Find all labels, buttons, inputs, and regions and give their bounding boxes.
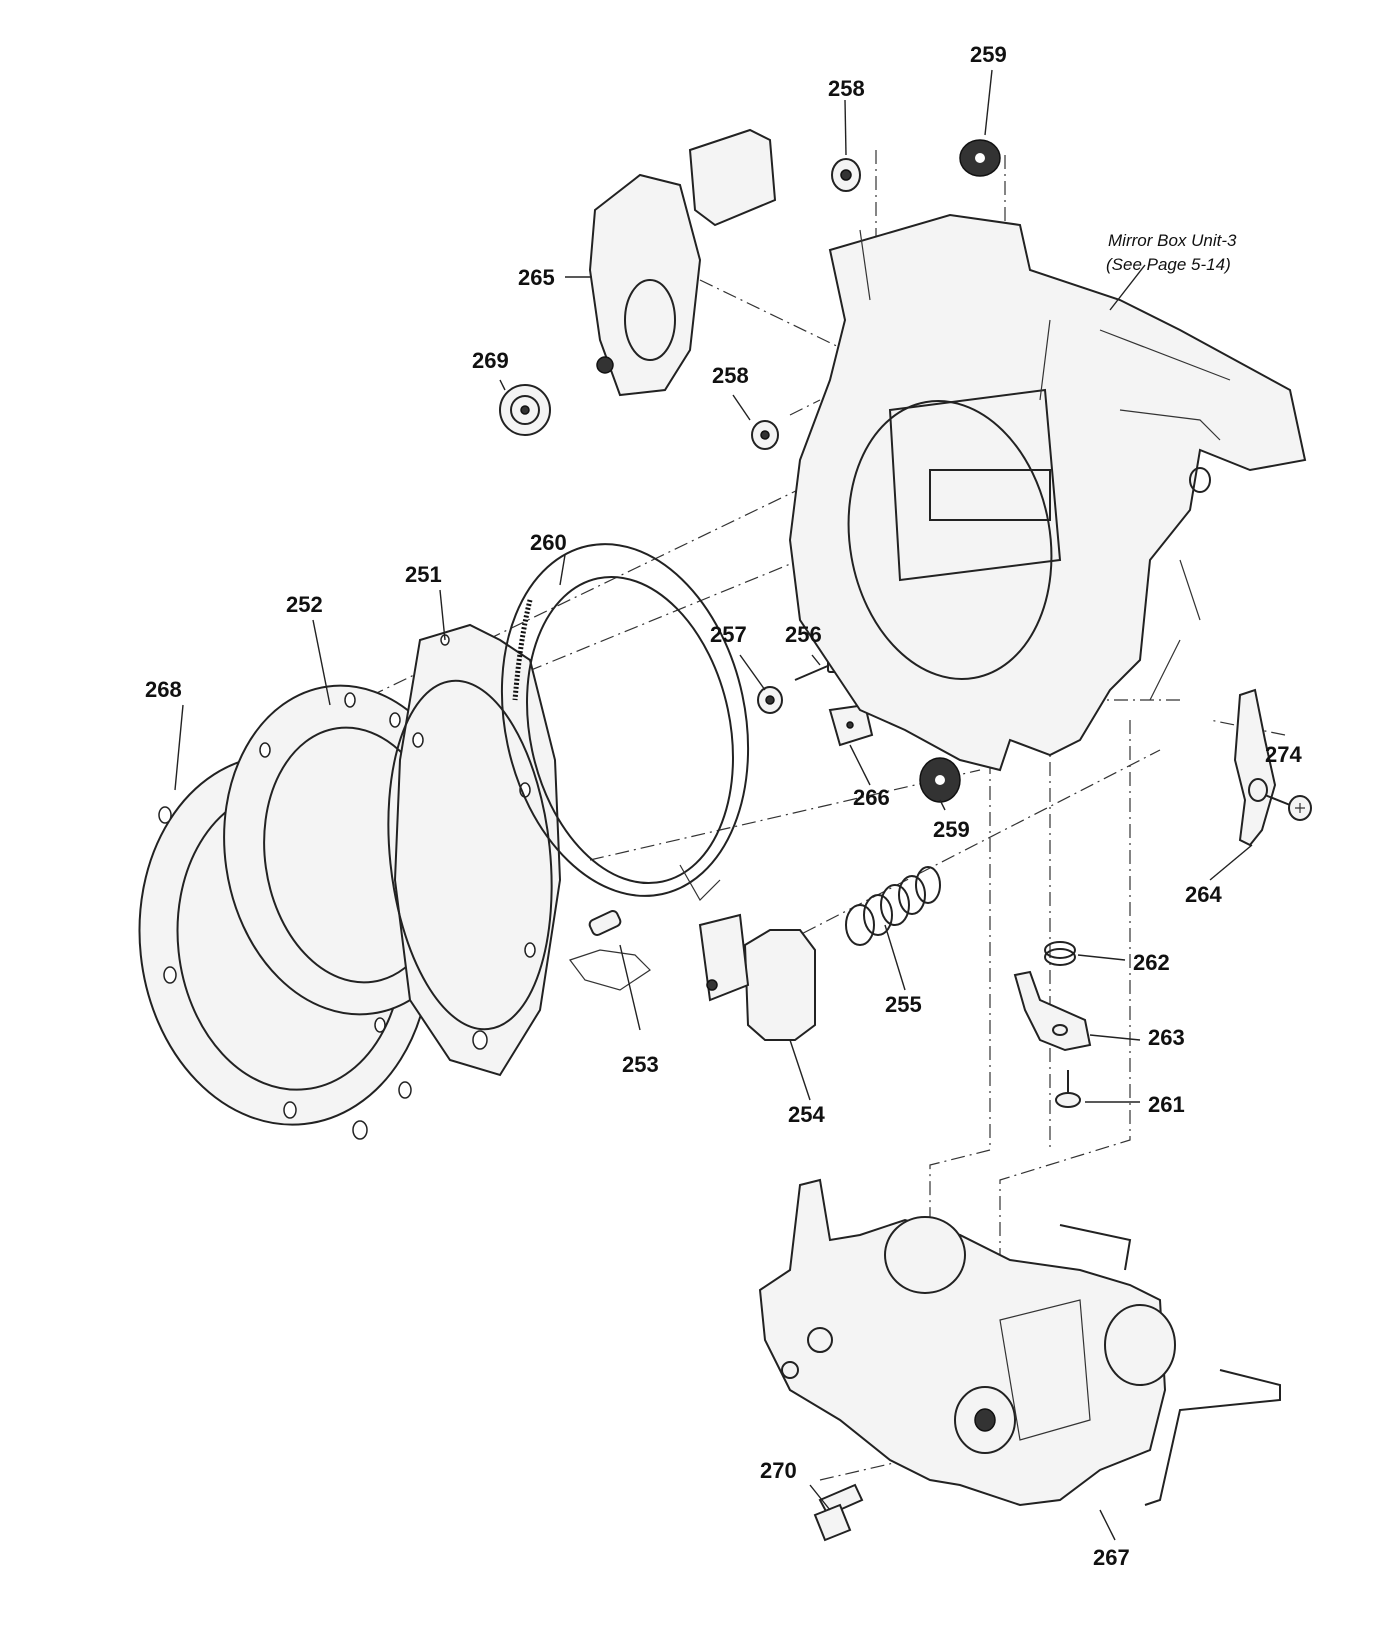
part-255-spring [845,866,941,991]
callout-269: 269 [472,348,509,373]
callout-255: 255 [885,992,922,1017]
callout-258-top: 258 [828,76,865,101]
part-259-upper-gear [959,139,1001,177]
callout-268: 268 [145,677,182,702]
callout-leaders [174,69,993,811]
callout-270: 270 [760,1458,797,1483]
callout-259-bottom: 259 [933,817,970,842]
callout-253: 253 [622,1052,659,1077]
callout-274: 274 [1265,742,1302,767]
callout-265: 265 [518,265,555,290]
callout-262: 262 [1133,950,1170,975]
callout-256: 256 [785,622,822,647]
callout-264: 264 [1185,882,1222,907]
part-262-spring-washer [1044,941,1126,966]
callout-263: 263 [1148,1025,1185,1050]
part-267-drive-unit [758,1178,1281,1541]
callout-260: 260 [530,530,567,555]
part-258-side-gear [751,420,779,450]
part-259-lower-gear [919,757,961,803]
callout-labels: 251 252 253 254 255 256 257 258 258 259 … [145,42,1302,1570]
callout-258-side: 258 [712,363,749,388]
part-274-screw [1264,794,1312,821]
part-263-plate [1013,970,1141,1052]
mirror-box-body [788,213,1307,772]
part-253-lock-pin [569,910,651,1031]
part-269-drive-gear [499,384,551,436]
callout-259-top: 259 [970,42,1007,67]
part-251-bayonet-mount [387,623,562,1077]
part-258-upper-gear [831,158,861,192]
callout-261: 261 [1148,1092,1185,1117]
mirror-box-reference-note: Mirror Box Unit-3 (See Page 5-14) [1106,231,1237,274]
callout-254: 254 [788,1102,825,1127]
callout-251: 251 [405,562,442,587]
note-line-2: (See Page 5-14) [1106,255,1231,274]
callout-257: 257 [710,622,747,647]
part-257-collar [757,686,783,714]
part-261-screw [1055,1070,1140,1108]
callout-267: 267 [1093,1545,1130,1570]
callout-252: 252 [286,592,323,617]
part-266-bracket [828,703,874,786]
part-264-lever [1209,688,1277,881]
callout-266: 266 [853,785,890,810]
part-270-pin [809,1483,864,1542]
part-265-motor-unit [565,128,777,397]
note-line-1: Mirror Box Unit-3 [1108,231,1237,250]
part-254-release-button [698,913,816,1101]
part-260-ring-gear [500,543,750,901]
